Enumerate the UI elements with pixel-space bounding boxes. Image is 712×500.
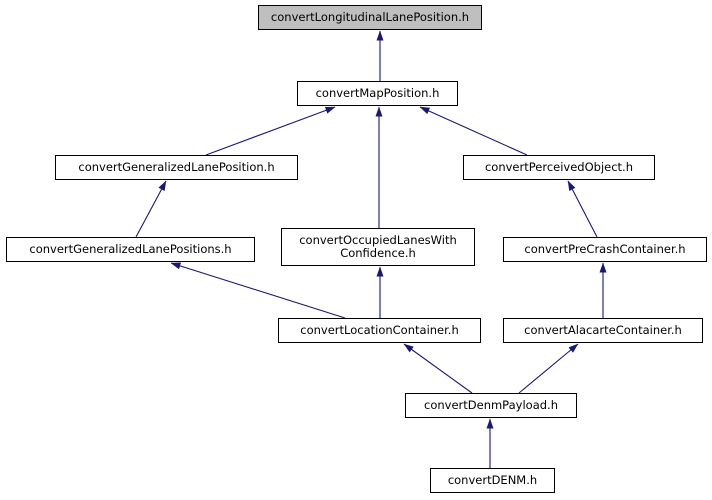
node-label: convertAlacarteContainer.h (524, 322, 682, 337)
edge-convertPreCrashContainer-to-convertPerceivedObject (567, 180, 598, 238)
edge-convertPerceivedObject-to-convertMapPosition (419, 106, 528, 156)
node-label: convertGeneralizedLanePosition.h (78, 159, 275, 174)
node-label: convertMapPosition.h (315, 85, 440, 100)
node-label: convertGeneralizedLanePositions.h (29, 241, 232, 256)
graph-node-convertLongitudinalLanePosition: convertLongitudinalLanePosition.h (258, 5, 482, 30)
graph-node-convertGeneralizedLanePositions[interactable]: convertGeneralizedLanePositions.h (6, 237, 255, 262)
node-label: convertDENM.h (447, 472, 538, 487)
edge-convertDenmPayload-to-convertAlacarteContainer (518, 343, 579, 394)
node-label: convertPerceivedObject.h (484, 159, 633, 174)
graph-node-convertLocationContainer[interactable]: convertLocationContainer.h (278, 318, 481, 343)
graph-node-convertMapPosition[interactable]: convertMapPosition.h (297, 81, 458, 106)
graph-node-convertPreCrashContainer[interactable]: convertPreCrashContainer.h (503, 237, 707, 262)
node-label: convertPreCrashContainer.h (524, 241, 686, 256)
graph-node-convertGeneralizedLanePosition[interactable]: convertGeneralizedLanePosition.h (55, 155, 298, 180)
node-label: Confidence.h (340, 246, 416, 260)
graph-node-convertAlacarteContainer[interactable]: convertAlacarteContainer.h (503, 318, 703, 343)
node-label: convertLongitudinalLanePosition.h (270, 9, 470, 24)
node-label: convertOccupiedLanesWith (299, 232, 457, 247)
edge-convertGeneralizedLanePosition-to-convertMapPosition (205, 106, 336, 156)
edge-convertDenmPayload-to-convertLocationContainer (403, 343, 473, 394)
node-label: convertLocationContainer.h (300, 322, 459, 337)
graph-node-convertPerceivedObject[interactable]: convertPerceivedObject.h (463, 155, 655, 180)
node-label: convertDenmPayload.h (424, 397, 558, 412)
edge-convertGeneralizedLanePositions-to-convertGeneralizedLanePosition (135, 180, 167, 238)
graph-node-convertDenmPayload[interactable]: convertDenmPayload.h (405, 393, 577, 418)
edge-convertLocationContainer-to-convertGeneralizedLanePositions (170, 262, 346, 319)
graph-node-convertDENM[interactable]: convertDENM.h (430, 468, 555, 493)
